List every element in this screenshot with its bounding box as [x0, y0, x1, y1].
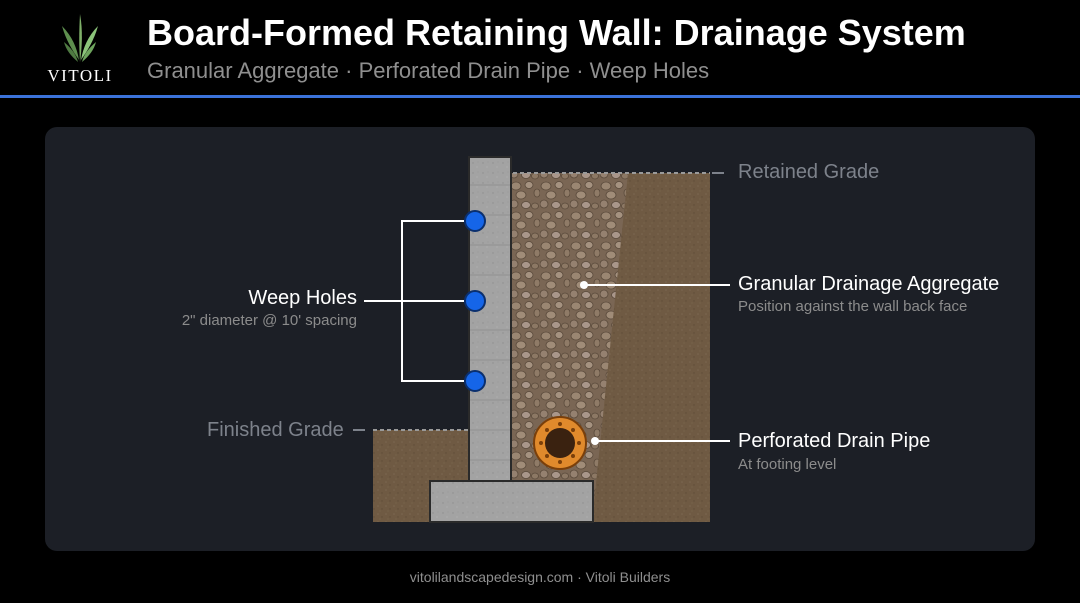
header: VITOLI Board-Formed Retaining Wall: Drai… [0, 0, 1080, 96]
logo: VITOLI [40, 8, 120, 88]
logo-text: VITOLI [47, 66, 113, 85]
retained-grade-label: Retained Grade [738, 161, 880, 183]
leaf-logo-icon [62, 14, 98, 62]
drain-pipe-icon [533, 416, 587, 470]
page-subtitle: Granular Aggregate · Perforated Drain Pi… [147, 58, 710, 83]
drain-pipe-detail: At footing level [738, 456, 837, 473]
aggregate-detail: Position against the wall back face [738, 298, 968, 315]
weep-holes-detail: 2" diameter @ 10' spacing [181, 312, 357, 329]
weep-hole-bracket [364, 220, 464, 382]
header-divider [0, 95, 1080, 98]
drain-pipe-label: Perforated Drain Pipe [738, 430, 931, 452]
weep-hole-icon [464, 210, 486, 232]
weep-holes-label: Weep Holes [248, 287, 357, 309]
finished-grade-label: Finished Grade [207, 419, 344, 441]
page-title: Board-Formed Retaining Wall: Drainage Sy… [147, 12, 966, 53]
footer-credit: vitolilandscapedesign.com · Vitoli Build… [409, 569, 671, 585]
aggregate-label: Granular Drainage Aggregate [738, 273, 1000, 295]
board-form-lines [470, 184, 510, 461]
weep-hole-icon [464, 370, 486, 392]
weep-hole-icon [464, 290, 486, 312]
wall-footing [429, 480, 594, 523]
wall-stem [468, 156, 512, 483]
